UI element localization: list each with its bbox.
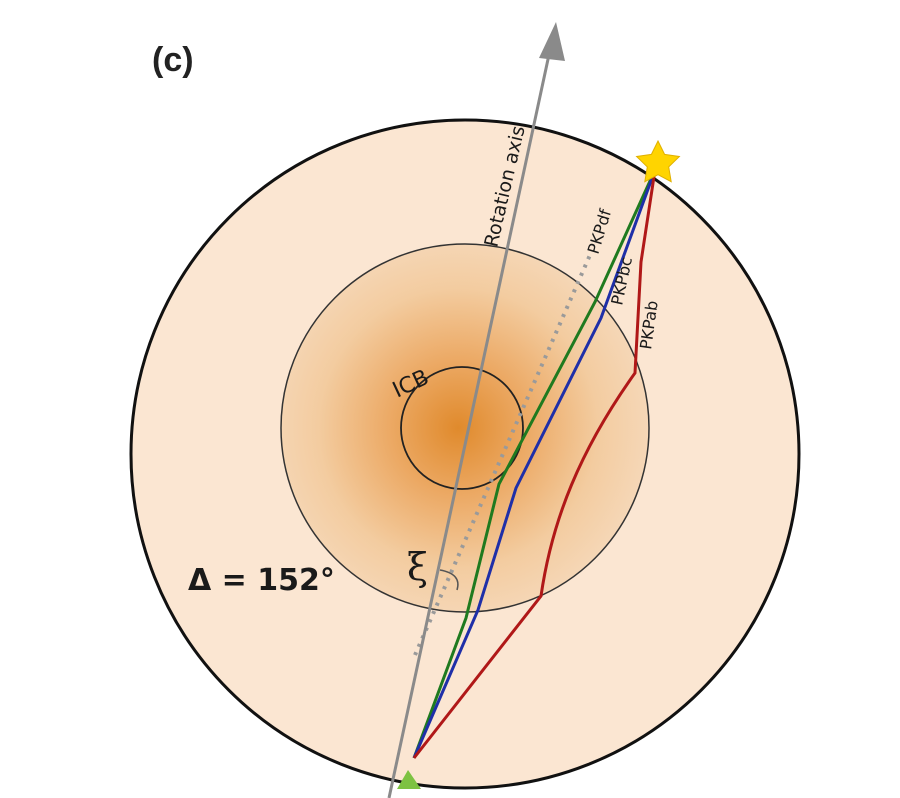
ray-path-pkpdf — [412, 169, 657, 759]
outer-core-circle — [280, 243, 650, 613]
rotation-axis-line — [387, 49, 552, 798]
receiver-triangle-icon — [397, 770, 421, 789]
ray-path-pkpbc — [412, 169, 657, 759]
panel-label: (c) — [152, 41, 194, 79]
epicentral-distance-label: Δ = 152° — [188, 563, 335, 598]
reference-dotted-line — [413, 254, 592, 656]
xi-angle-arc — [439, 569, 459, 591]
inner-core-circle — [400, 366, 524, 490]
source-star-icon — [635, 139, 681, 183]
ray-path-pkpab — [412, 169, 657, 759]
xi-angle-label: ξ — [407, 545, 428, 589]
rotation-axis-arrowhead — [539, 22, 565, 61]
